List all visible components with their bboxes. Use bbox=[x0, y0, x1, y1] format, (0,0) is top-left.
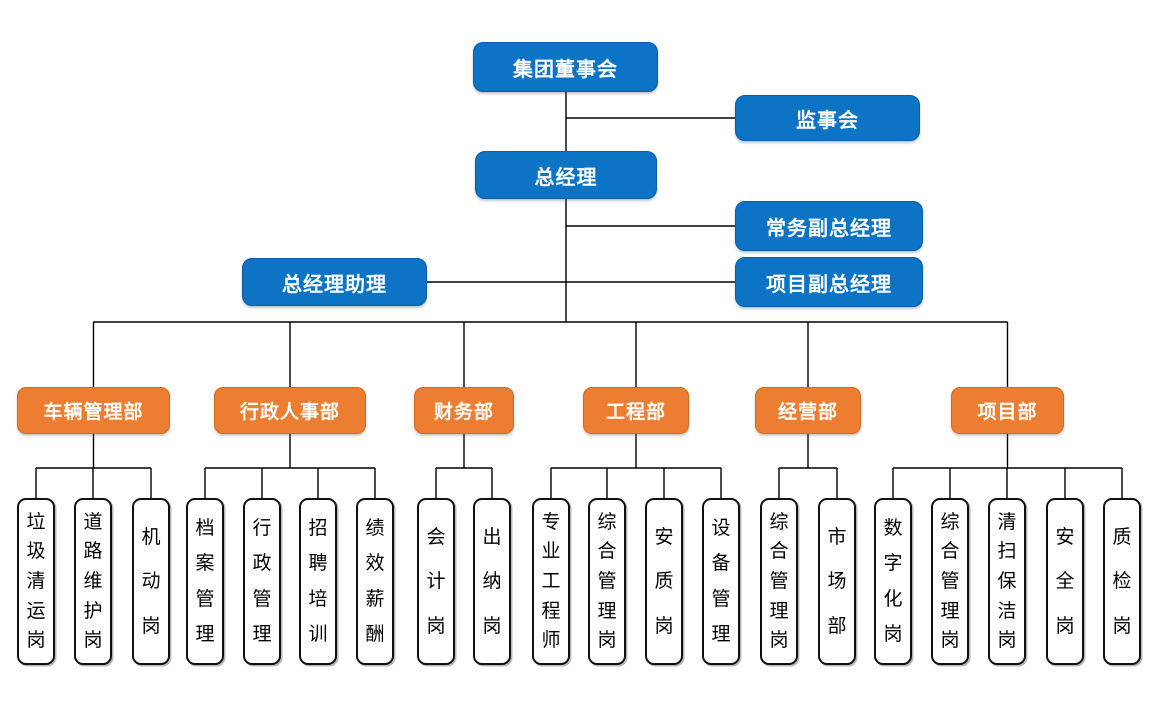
position-node: 机动岗 bbox=[132, 498, 170, 665]
position-node: 招聘培训 bbox=[299, 498, 337, 665]
position-node: 垃圾清运岗 bbox=[17, 498, 55, 665]
position-label: 综合管理岗 bbox=[597, 511, 617, 652]
position-node: 档案管理 bbox=[186, 498, 224, 665]
node-general-manager: 总经理 bbox=[475, 151, 657, 199]
position-label: 专业工程师 bbox=[541, 511, 561, 652]
node-group-board: 集团董事会 bbox=[473, 42, 658, 92]
node-gm-assistant: 总经理助理 bbox=[242, 258, 427, 306]
position-node: 安全岗 bbox=[1046, 498, 1084, 665]
position-label: 垃圾清运岗 bbox=[26, 511, 46, 652]
node-executive-deputy-gm: 常务副总经理 bbox=[735, 201, 923, 251]
position-label: 招聘培训 bbox=[308, 517, 328, 646]
dept-admin-hr: 行政人事部 bbox=[214, 387, 366, 434]
position-node: 专业工程师 bbox=[532, 498, 570, 665]
position-label: 安质岗 bbox=[654, 526, 674, 637]
position-label: 出纳岗 bbox=[482, 526, 502, 637]
position-label: 安全岗 bbox=[1055, 526, 1075, 637]
dept-finance: 财务部 bbox=[414, 387, 514, 434]
position-node: 综合管理岗 bbox=[931, 498, 969, 665]
position-label: 绩效薪酬 bbox=[365, 517, 385, 646]
position-node: 综合管理岗 bbox=[760, 498, 798, 665]
position-node: 清扫保洁岗 bbox=[988, 498, 1026, 665]
node-supervisory-board: 监事会 bbox=[735, 95, 920, 141]
position-label: 道路维护岗 bbox=[83, 511, 103, 652]
position-node: 综合管理岗 bbox=[588, 498, 626, 665]
position-node: 质检岗 bbox=[1103, 498, 1141, 665]
dept-operations: 经营部 bbox=[755, 387, 861, 434]
position-node: 道路维护岗 bbox=[74, 498, 112, 665]
position-node: 安质岗 bbox=[645, 498, 683, 665]
position-node: 绩效薪酬 bbox=[356, 498, 394, 665]
position-label: 机动岗 bbox=[141, 526, 161, 637]
position-node: 行政管理 bbox=[243, 498, 281, 665]
dept-engineering: 工程部 bbox=[583, 387, 689, 434]
position-node: 设备管理 bbox=[702, 498, 740, 665]
position-node: 出纳岗 bbox=[473, 498, 511, 665]
position-node: 数字化岗 bbox=[874, 498, 912, 665]
position-label: 市场部 bbox=[827, 526, 847, 637]
node-project-deputy-gm: 项目副总经理 bbox=[735, 257, 923, 307]
position-label: 清扫保洁岗 bbox=[997, 511, 1017, 652]
position-label: 设备管理 bbox=[711, 517, 731, 646]
position-label: 会计岗 bbox=[426, 526, 446, 637]
position-node: 市场部 bbox=[818, 498, 856, 665]
position-label: 综合管理岗 bbox=[940, 511, 960, 652]
position-label: 数字化岗 bbox=[883, 517, 903, 646]
position-node: 会计岗 bbox=[417, 498, 455, 665]
dept-project: 项目部 bbox=[951, 387, 1064, 434]
position-label: 档案管理 bbox=[195, 517, 215, 646]
dept-vehicle-management: 车辆管理部 bbox=[17, 387, 170, 434]
position-label: 综合管理岗 bbox=[769, 511, 789, 652]
position-label: 行政管理 bbox=[252, 517, 272, 646]
position-label: 质检岗 bbox=[1112, 526, 1132, 637]
